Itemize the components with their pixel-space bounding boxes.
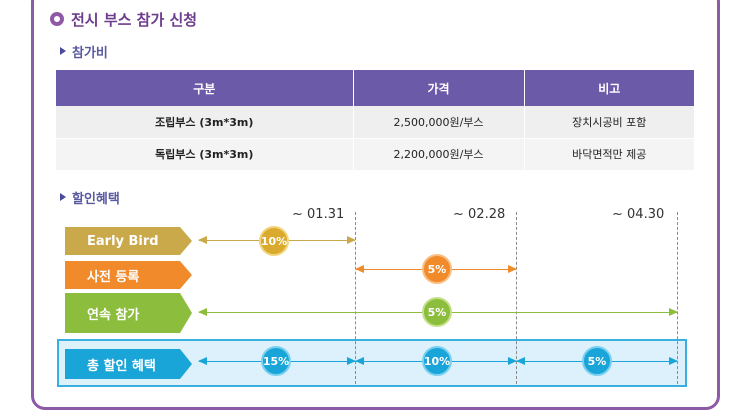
fee-header-price: 가격 <box>353 70 525 106</box>
fee-table-header-row: 구분 가격 비고 <box>56 70 694 106</box>
fee-cell-price: 2,200,000원/부스 <box>353 137 525 170</box>
page-title-text: 전시 부스 참가 신청 <box>71 10 198 29</box>
fee-header-note: 비고 <box>524 70 694 106</box>
fee-header-category: 구분 <box>56 70 354 106</box>
fee-table: 구분 가격 비고 조립부스 (3m*3m) 2,500,000원/부스 장치시공… <box>56 70 694 170</box>
fee-cell-category: 조립부스 (3m*3m) <box>56 106 354 138</box>
table-row: 조립부스 (3m*3m) 2,500,000원/부스 장치시공비 포함 <box>56 106 694 138</box>
fee-cell-note: 바닥면적만 제공 <box>524 137 694 170</box>
discount-section-label: 할인혜택 <box>72 191 120 207</box>
triangle-bullet-icon <box>60 193 66 201</box>
fee-cell-price: 2,500,000원/부스 <box>353 106 525 138</box>
fee-cell-note: 장치시공비 포함 <box>524 106 694 138</box>
table-row: 독립부스 (3m*3m) 2,200,000원/부스 바닥면적만 제공 <box>56 137 694 170</box>
triangle-bullet-icon <box>60 47 66 55</box>
fee-section-label: 참가비 <box>72 45 108 61</box>
page-title: 전시 부스 참가 신청 <box>50 8 197 30</box>
fee-section-heading: 참가비 <box>60 41 108 61</box>
discount-section-heading: 할인혜택 <box>60 187 120 207</box>
fee-cell-category: 독립부스 (3m*3m) <box>56 137 354 170</box>
circle-bullet-icon <box>50 12 64 26</box>
content-frame <box>31 0 720 410</box>
